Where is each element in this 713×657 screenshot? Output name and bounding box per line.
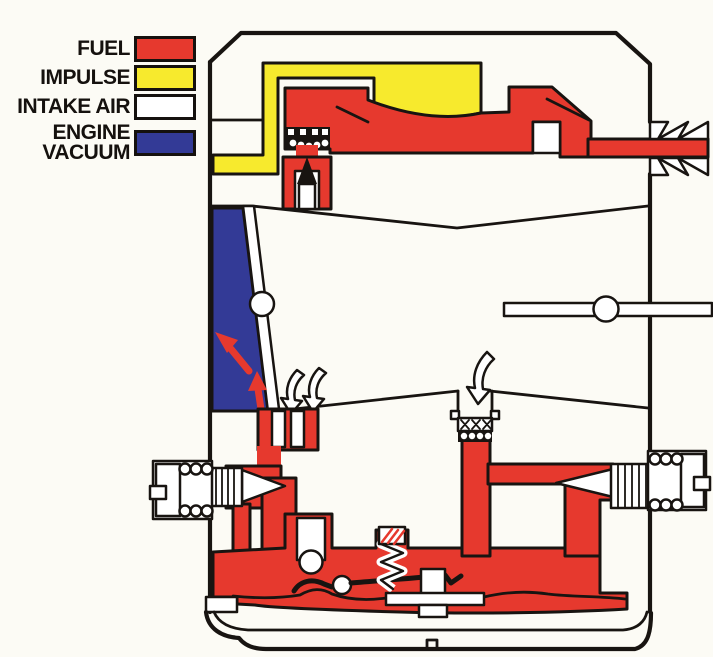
legend-label-impulse: IMPULSE (40, 66, 130, 90)
metering-diaphragm (482, 590, 627, 601)
high-speed-mixture-screw (486, 449, 712, 558)
choke-plate (502, 295, 713, 323)
legend-item-impulse: IMPULSE (0, 65, 205, 91)
inlet-flap-valve (335, 105, 370, 124)
legend-label-fuel: FUEL (77, 37, 130, 61)
idle-ports (256, 407, 320, 452)
throttle-shaft-icon (248, 290, 276, 318)
fuel-inlet-screen-and-needle-valve (281, 127, 333, 211)
idle-mixture-screw (148, 446, 298, 554)
intake-air-arrow-icon (301, 366, 328, 414)
outlet-valve-seat (531, 120, 562, 155)
throttle-bore (210, 204, 281, 414)
legend-label-intake-air: INTAKE AIR (17, 95, 130, 119)
screwdriver-slot (148, 484, 168, 501)
fuel-outlet-pipe (586, 137, 710, 159)
metering-lever-assembly (231, 516, 627, 619)
screw-spring-icon (178, 462, 214, 518)
diaphragm-cover (203, 609, 654, 652)
lever-pivot-icon (331, 574, 353, 596)
main-nozzle (449, 389, 501, 558)
outlet-flap-valve (545, 97, 591, 122)
fuel-color-swatch (134, 36, 196, 62)
metering-diaphragm (231, 588, 388, 601)
screw-spring-icon (648, 452, 684, 512)
intake-air-arrows (279, 350, 496, 416)
fuel-pump-chamber (283, 85, 710, 159)
inlet-needle-icon (297, 157, 317, 184)
diaphragm-button-plate (384, 567, 486, 619)
intake-air-arrow-icon (465, 350, 496, 406)
engine-vacuum-color-swatch (134, 129, 196, 156)
legend-item-engine-vacuum: ENGINE VACUUM (0, 121, 205, 164)
legend-item-fuel: FUEL (0, 36, 205, 62)
fuel-flow-arrow-icon (248, 371, 267, 413)
legend-label-engine-vacuum: ENGINE VACUUM (42, 121, 130, 164)
fuel-flow-arrow-icon (215, 332, 253, 375)
intake-air-color-swatch (134, 94, 196, 120)
legend: FUEL IMPULSE INTAKE AIR ENGINE VACUUM (0, 36, 205, 163)
screwdriver-slot (692, 475, 712, 492)
inlet-needle-valve (295, 516, 327, 562)
metering-spring-icon (376, 525, 408, 593)
impulse-color-swatch (134, 65, 196, 91)
legend-item-intake-air: INTAKE AIR (0, 94, 205, 120)
fuel-outlet-barb-fitting (648, 120, 710, 177)
choke-shaft-icon (592, 295, 620, 323)
